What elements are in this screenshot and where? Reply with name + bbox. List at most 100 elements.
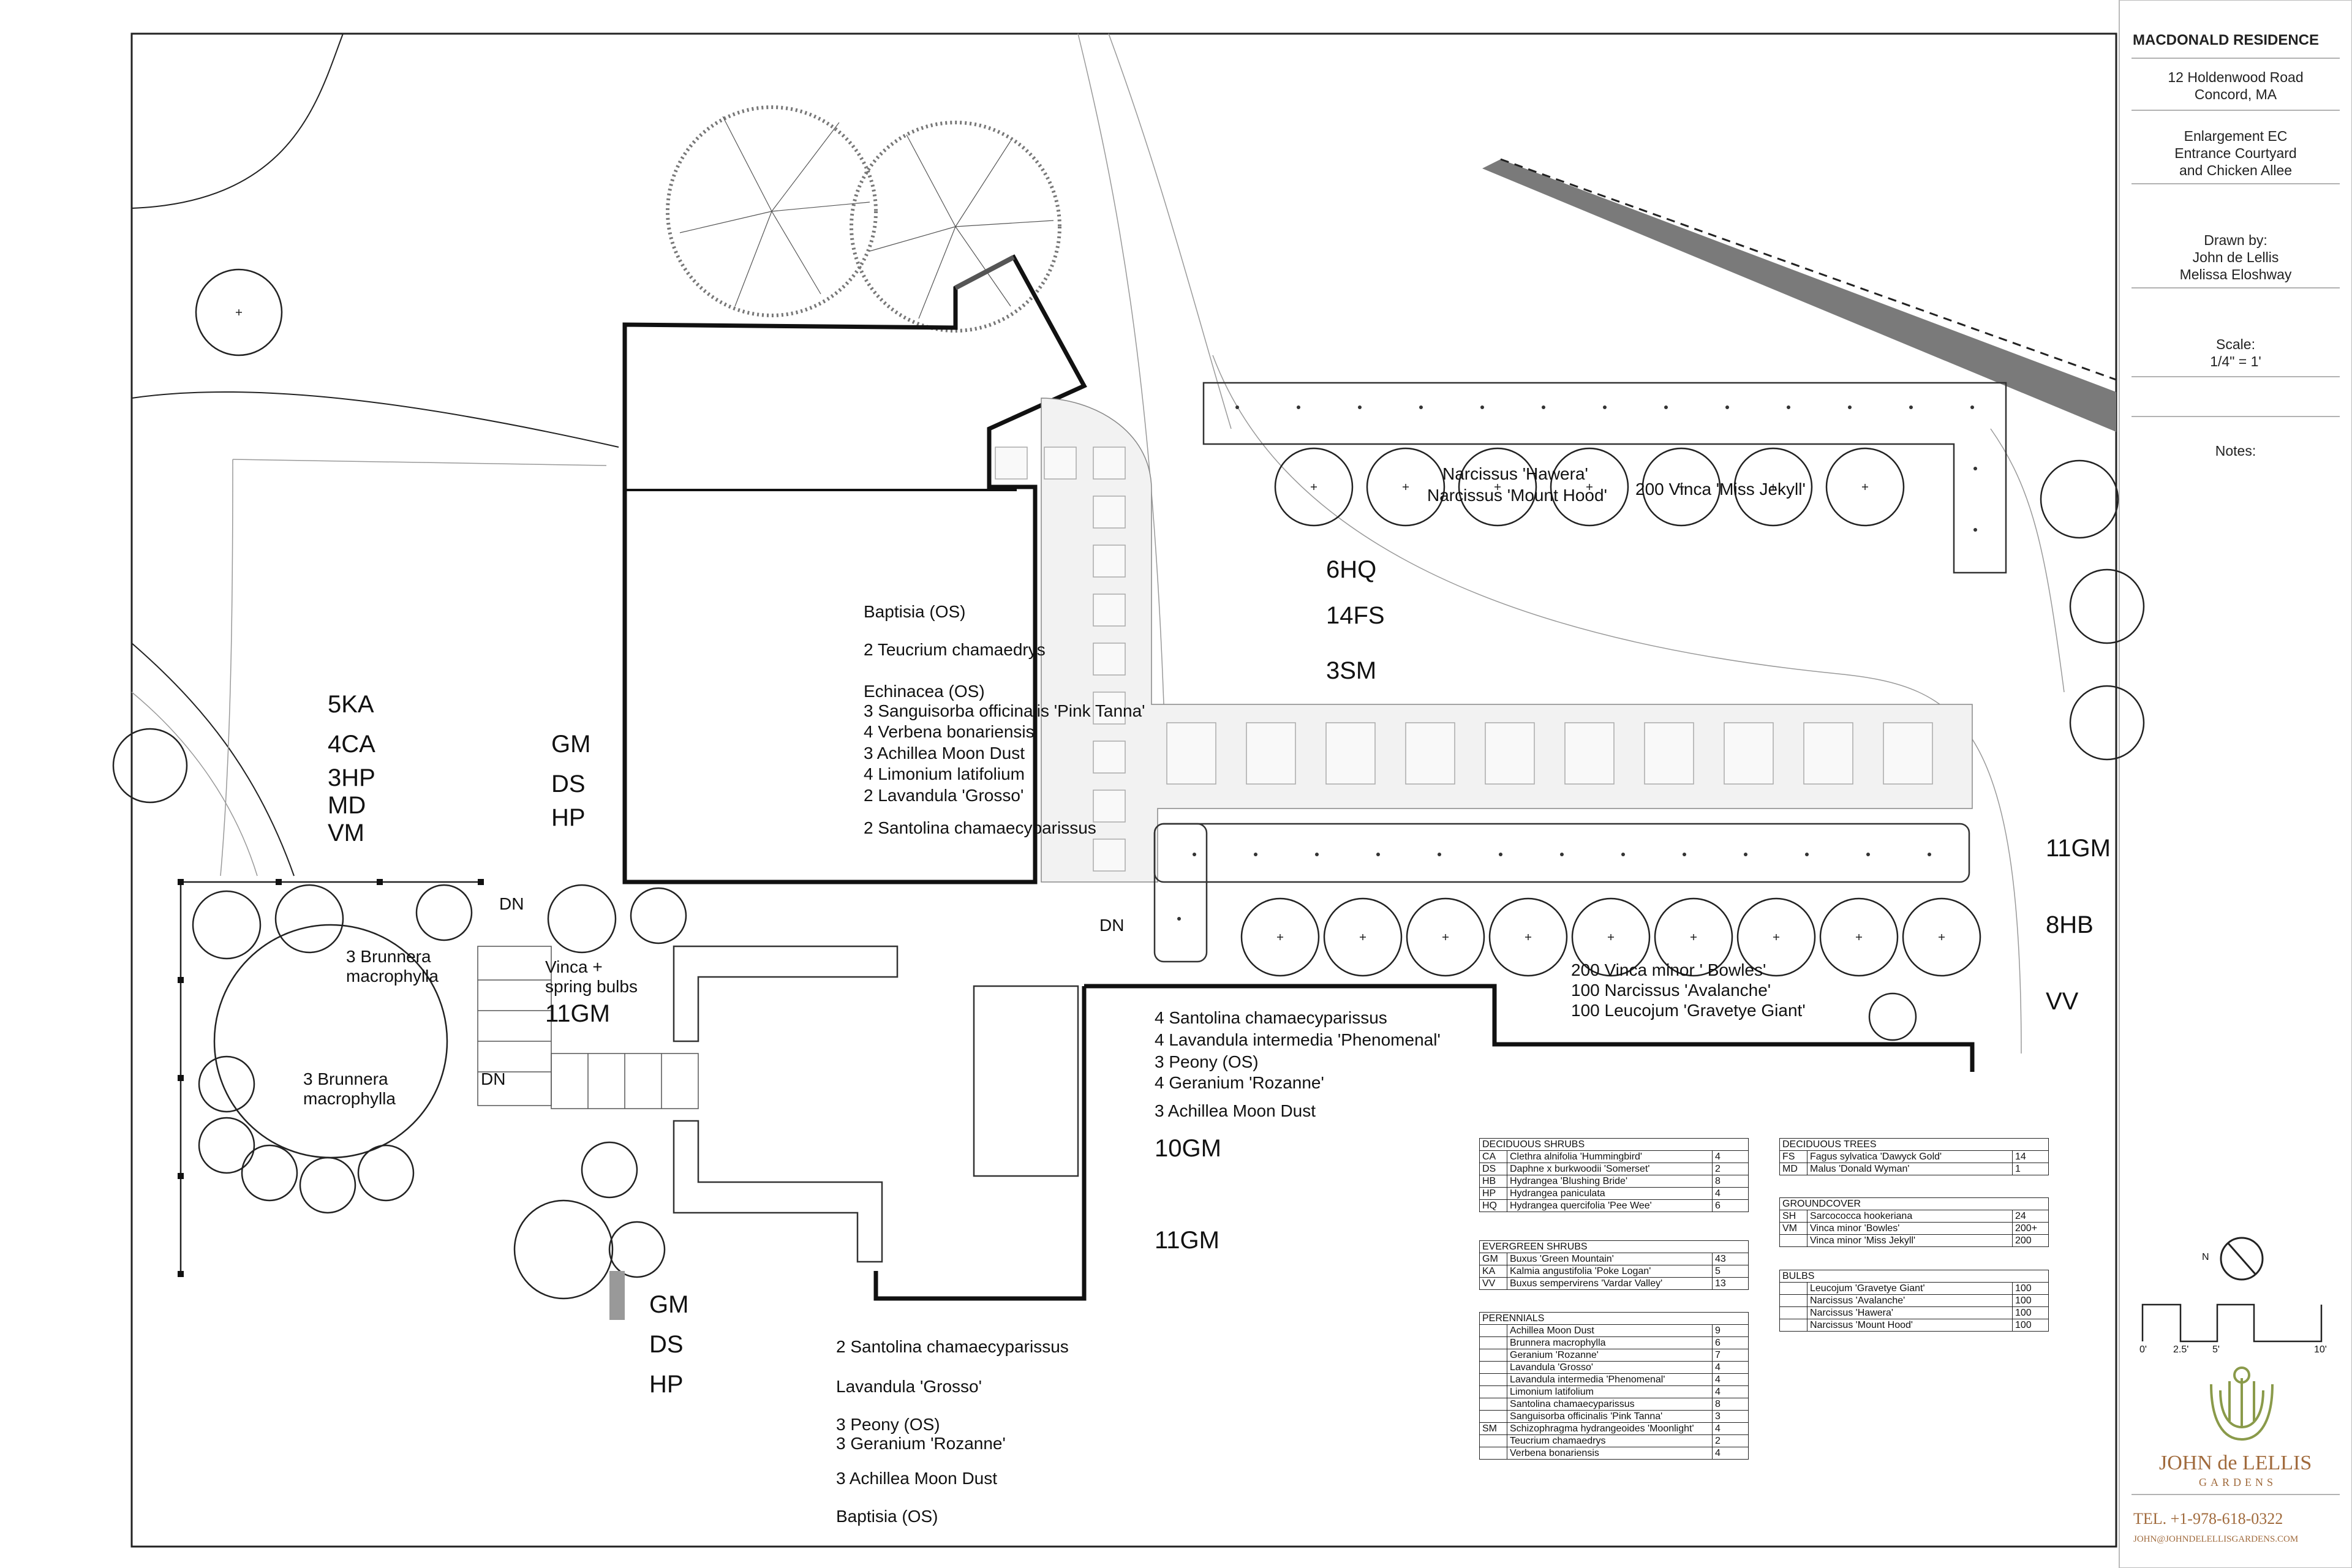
driveway-edge	[131, 391, 619, 448]
label-vinca-bulbs: Vinca +	[545, 957, 603, 976]
shrub-center	[236, 309, 1945, 940]
sheet-name-2: Entrance Courtyard	[2174, 145, 2297, 161]
title-block-rules	[2132, 58, 2340, 1495]
legend-title: GROUNDCOVER	[1779, 1197, 2049, 1210]
label-10gm: 10GM	[1155, 1135, 1221, 1162]
table-row: Leucojum 'Gravetye Giant'100	[1779, 1282, 2049, 1295]
hedge-plant	[1177, 405, 1977, 921]
label-santolina-mid: 4 Santolina chamaecyparissus	[1155, 1008, 1387, 1027]
path-edge	[131, 643, 295, 876]
notes-label: Notes:	[2215, 443, 2256, 459]
table-row: Lavandula intermedia 'Phenomenal'4	[1479, 1373, 1749, 1386]
label-gm-bottom: GM	[649, 1291, 689, 1318]
label-leucojum: 100 Leucojum 'Gravetye Giant'	[1571, 1001, 1806, 1020]
drawn-by-1: John de Lellis	[2192, 249, 2279, 265]
courtyard-wall	[873, 984, 1975, 1301]
label-narcissus-hawera: Narcissus 'Hawera'	[1442, 464, 1588, 483]
label-teucrium: 2 Teucrium chamaedrys	[864, 640, 1046, 659]
label-peony-mid: 3 Peony (OS)	[1155, 1052, 1259, 1071]
drawing-border	[130, 32, 2117, 1548]
label-ds-top: DS	[551, 771, 586, 797]
label-3sm: 3SM	[1326, 657, 1377, 684]
bar-scale-icon	[2141, 1303, 2323, 1343]
label-lavandula-grosso-top: 2 Lavandula 'Grosso'	[864, 786, 1024, 805]
bar-scale-label-2-5: 2.5'	[2173, 1344, 2189, 1355]
label-achillea-top: 3 Achillea Moon Dust	[864, 744, 1025, 763]
label-ds-bottom: DS	[649, 1331, 684, 1358]
label-narcissus-mount-hood: Narcissus 'Mount Hood'	[1427, 486, 1607, 505]
company-name: JOHN de LELLIS	[2159, 1452, 2312, 1474]
fence-post	[178, 879, 484, 1277]
lawn-edge	[1212, 355, 2022, 1054]
driveway-edge	[131, 33, 344, 209]
label-verbena: 4 Verbena bonariensis	[864, 722, 1035, 741]
label-vinca-bowles: 200 Vinca minor ' Bowles'	[1571, 960, 1766, 979]
label-dn-steps: DN	[499, 894, 524, 913]
tree-canopy	[666, 105, 1061, 333]
label-santolina-bottom: 2 Santolina chamaecyparissus	[836, 1337, 1069, 1356]
company-subname: GARDENS	[2199, 1476, 2277, 1488]
north-label: N	[2202, 1252, 2209, 1262]
title-block: MACDONALD RESIDENCE 12 Holdenwood Road C…	[2119, 0, 2352, 1568]
label-santolina-top: 2 Santolina chamaecyparissus	[864, 818, 1096, 837]
label-geranium-bottom: 3 Geranium 'Rozanne'	[836, 1434, 1006, 1453]
label-narcissus-avalanche: 100 Narcissus 'Avalanche'	[1571, 981, 1771, 1000]
lawn-edge	[1990, 428, 2065, 693]
label-vm: VM	[328, 820, 364, 846]
label-dn-lower: DN	[481, 1069, 506, 1088]
north-arrow-icon	[2220, 1237, 2264, 1281]
label-hp-top: HP	[551, 804, 586, 831]
label-brunnera-2b: macrophylla	[303, 1089, 396, 1108]
address-line-2: Concord, MA	[2194, 86, 2277, 102]
label-sanguisorba: 3 Sanguisorba officinalis 'Pink Tanna'	[864, 701, 1145, 720]
wall-dash	[1500, 158, 2117, 381]
label-11gm-left: 11GM	[545, 1000, 610, 1027]
label-geranium-mid: 4 Geranium 'Rozanne'	[1155, 1073, 1324, 1092]
label-brunnera-1b: macrophylla	[346, 967, 439, 986]
label-peony-bottom: 3 Peony (OS)	[836, 1415, 940, 1434]
bar-scale-label-0: 0'	[2139, 1344, 2147, 1355]
table-row: Lavandula 'Grosso'4	[1479, 1361, 1749, 1374]
bar-scale-label-10: 10'	[2314, 1344, 2327, 1355]
label-11gm-right: 11GM	[2046, 835, 2111, 862]
sheet-name-3: and Chicken Allee	[2179, 162, 2293, 178]
label-5ka: 5KA	[328, 691, 374, 718]
scale-label: Scale:	[2216, 336, 2255, 352]
label-lavandula-phenomenal: 4 Lavandula intermedia 'Phenomenal'	[1155, 1030, 1441, 1049]
label-achillea-bottom: 3 Achillea Moon Dust	[836, 1469, 998, 1488]
stone-wall	[1482, 159, 2116, 432]
label-gm-top: GM	[551, 731, 591, 758]
legend-title: EVERGREEN SHRUBS	[1479, 1240, 1749, 1253]
label-vinca-miss-jekyll: 200 Vinca 'Miss Jekyll'	[1635, 480, 1806, 499]
label-11gm-bottom: 11GM	[1155, 1227, 1219, 1254]
legend-title: PERENNIALS	[1479, 1312, 1749, 1325]
label-brunnera-1: 3 Brunnera	[346, 947, 431, 966]
contour-line	[232, 459, 607, 466]
label-baptisia-bottom: Baptisia (OS)	[836, 1507, 938, 1526]
label-lavandula-grosso-bottom: Lavandula 'Grosso'	[836, 1377, 982, 1396]
company-phone: TEL. +1-978-618-0322	[2133, 1510, 2283, 1528]
label-8hb: 8HB	[2046, 911, 2094, 938]
sheet-name-1: Enlargement EC	[2184, 128, 2288, 144]
label-3hp: 3HP	[328, 764, 375, 791]
label-hp-bottom: HP	[649, 1371, 684, 1398]
house-wall	[622, 254, 1087, 884]
address-line-1: 12 Holdenwood Road	[2168, 69, 2304, 85]
